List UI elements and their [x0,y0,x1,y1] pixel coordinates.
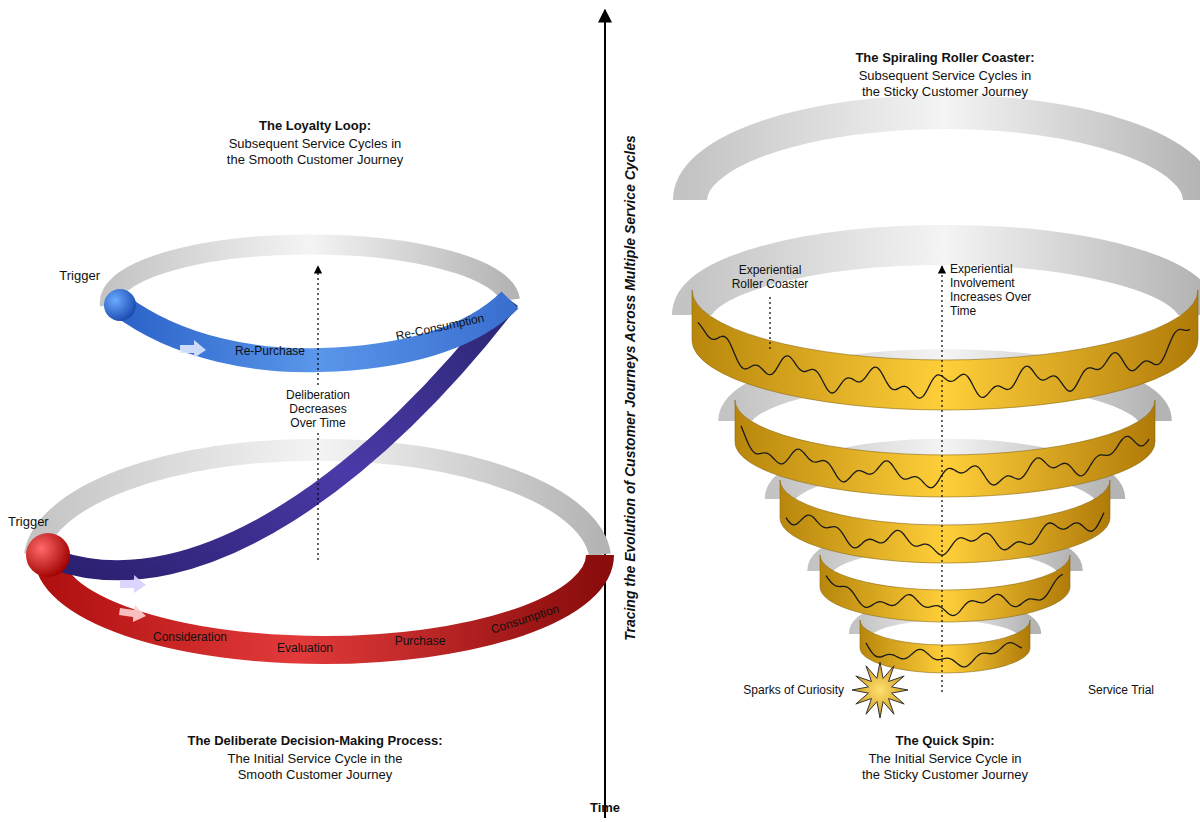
back-ribbon [692,245,1198,315]
back-ribbon [110,244,510,305]
experience-squiggle [698,323,1190,399]
stage-label: Re-Purchase [220,344,320,358]
stage-label: Evaluation [255,641,355,655]
direction-arrow [180,340,206,358]
trend-note: Experiential Involvement Increases Over … [950,262,1034,318]
section-title: The Spiraling Roller Coaster: [795,50,1095,66]
trigger-label: Trigger [40,268,100,284]
callout-label: Experiential Roller Coaster [725,263,815,291]
stage-label: Consumption [475,597,574,641]
transition-ribbon [55,300,510,570]
stage-label: Sparks of Curiosity [738,683,844,697]
section-subtitle: Subsequent Service Cycles in the Smooth … [200,136,430,168]
dotted-arrow [941,266,942,692]
stage-label: Consideration [140,630,240,644]
loyalty-loop-ribbon [120,300,510,360]
roller-coaster-band [860,620,1030,673]
direction-arrow [120,575,146,593]
section-title: The Loyalty Loop: [165,118,465,134]
section-subtitle: The Initial Service Cycle in the Smooth … [200,751,430,783]
time-axis [604,10,606,818]
trend-note: Deliberation Decreases Over Time [276,386,360,432]
roller-coaster-band [820,555,1070,622]
spiral-funnel [690,112,1200,673]
roller-coaster-band [735,400,1155,497]
section-subtitle: The Initial Service Cycle in the Sticky … [830,751,1060,783]
spark-burst [852,662,908,718]
section-subtitle: Subsequent Service Cycles in the Sticky … [830,68,1060,100]
axis-label: Time [575,800,635,816]
stage-label: Purchase [370,634,470,648]
axis-title: Tracing the Evolution of Customer Journe… [622,8,638,768]
stage-label: Service Trial [1088,683,1178,697]
back-ribbon [690,112,1200,200]
experience-squiggle [741,426,1149,488]
trigger-ball [104,289,136,321]
stage-label: Re-Consumption [385,309,496,346]
section-title: The Deliberate Decision-Making Process: [155,733,475,749]
experience-squiggle [866,643,1022,667]
experience-squiggle [826,574,1063,615]
experience-squiggle [786,513,1104,555]
trigger-ball [26,533,70,577]
leader-line [769,297,770,352]
roller-coaster-band [692,290,1198,410]
trigger-label: Trigger [8,514,68,530]
section-title: The Quick Spin: [795,733,1095,749]
direction-arrow [119,605,146,622]
